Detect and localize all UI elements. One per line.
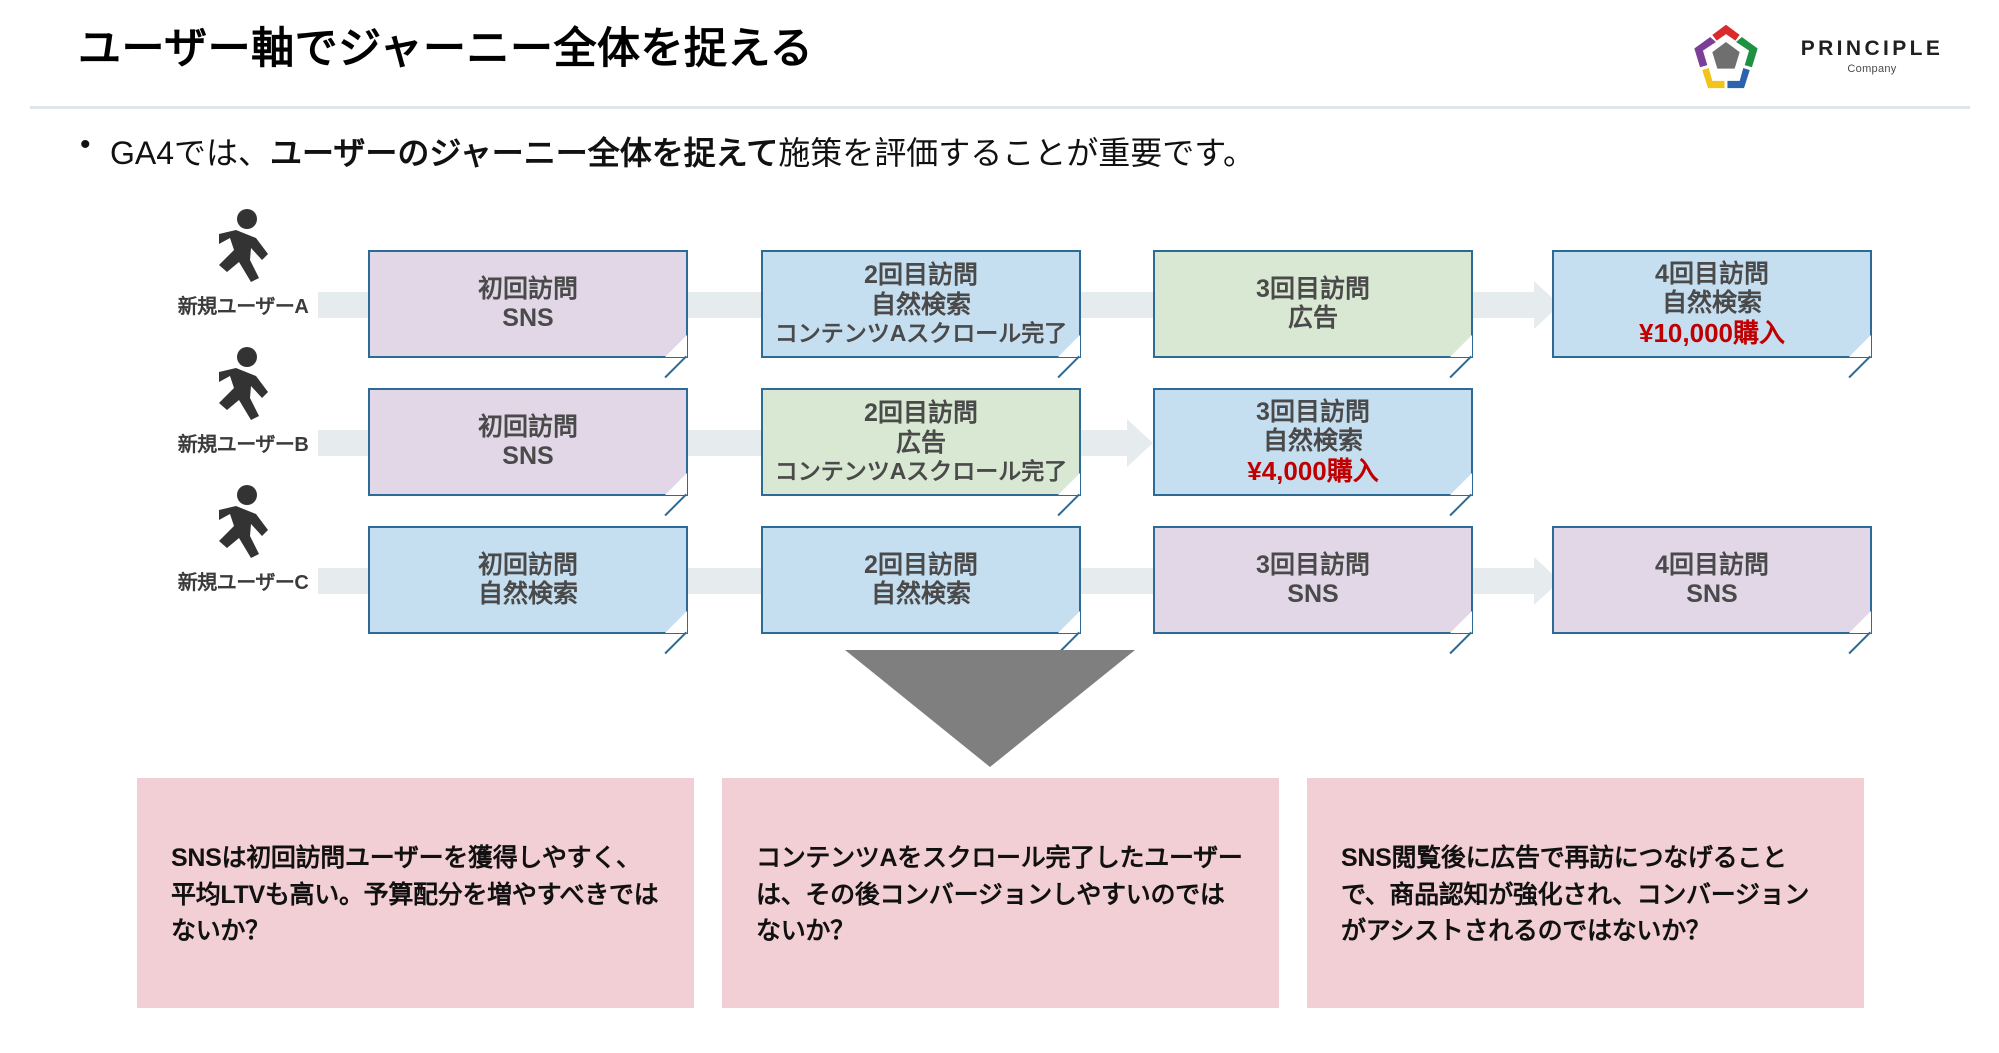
card-line: 初回訪問: [477, 274, 578, 303]
journey-connector-arrow: [1073, 419, 1153, 467]
bullet-emphasis: ユーザーのジャーニー全体を捉えて: [270, 135, 779, 171]
journey-card[interactable]: 2回目訪問 自然検索: [761, 526, 1081, 634]
card-line-purchase: ¥4,000購入: [1247, 456, 1379, 487]
journey-card[interactable]: 初回訪問 SNS: [368, 388, 688, 496]
card-line: 広告: [1287, 304, 1338, 332]
page-fold-icon: [665, 611, 687, 633]
lead-bullet: • GA4では、ユーザーのジャーニー全体を捉えて施策を評価することが重要です。: [80, 128, 1255, 174]
card-line: 初回訪問: [477, 412, 578, 441]
journey-connector-arrow: [1464, 557, 1560, 605]
journey-connector: [1073, 292, 1153, 318]
page-fold-icon: [1058, 611, 1080, 633]
persona-new-user-b: 新規ユーザーB: [168, 346, 318, 457]
card-line: SNS: [1686, 580, 1738, 608]
page-fold-icon: [1849, 335, 1871, 357]
card-line: SNS: [1287, 580, 1339, 608]
card-line: 3回目訪問: [1256, 550, 1370, 579]
page-fold-icon: [1450, 611, 1472, 633]
journey-connector: [679, 292, 761, 318]
persona-label: 新規ユーザーA: [177, 296, 309, 318]
persona-new-user-a: 新規ユーザーA: [168, 208, 318, 319]
persona-new-user-c: 新規ユーザーC: [168, 484, 318, 595]
pentagon-logo-icon: [1694, 24, 1758, 89]
journey-card[interactable]: 初回訪問 SNS: [368, 250, 688, 358]
card-line: 自然検索: [477, 580, 578, 608]
journey-connector: [679, 430, 761, 456]
bullet-prefix: GA4では、: [110, 135, 271, 171]
insight-box[interactable]: SNS閲覧後に広告で再訪につなげることで、商品認知が強化され、コンバージョンがア…: [1307, 778, 1864, 1008]
card-line: 3回目訪問: [1256, 397, 1370, 426]
page-fold-icon: [1058, 473, 1080, 495]
journey-diagram: 新規ユーザーA 初回訪問 SNS 2回目訪問 自然検索 コンテンツAスクロール完…: [0, 209, 1999, 650]
journey-row: 新規ユーザーB 初回訪問 SNS 2回目訪問 広告 コンテンツAスクロール完了 …: [0, 347, 1999, 503]
page-title: ユーザー軸でジャーニー全体を捉える: [78, 25, 814, 73]
page-fold-icon: [665, 335, 687, 357]
journey-card[interactable]: 3回目訪問 自然検索 ¥4,000購入: [1153, 388, 1473, 496]
card-line: コンテンツAスクロール完了: [774, 319, 1068, 346]
bullet-suffix: 施策を評価することが重要です。: [778, 135, 1256, 171]
card-line: 3回目訪問: [1256, 274, 1370, 303]
journey-connector: [1073, 568, 1153, 594]
journey-row: 新規ユーザーC 初回訪問 自然検索 2回目訪問 自然検索 3回目訪問 SNS 4…: [0, 485, 1999, 641]
bullet-marker-icon: •: [80, 128, 91, 161]
journey-connector-arrow: [1464, 281, 1560, 329]
card-line: 自然検索: [870, 580, 971, 608]
card-line: 4回目訪問: [1655, 259, 1769, 288]
card-line-purchase: ¥10,000購入: [1639, 318, 1785, 349]
card-line: 4回目訪問: [1655, 550, 1769, 579]
card-line: 2回目訪問: [864, 399, 978, 428]
walking-person-icon: [219, 209, 268, 282]
journey-card[interactable]: 4回目訪問 自然検索 ¥10,000購入: [1552, 250, 1872, 358]
card-line: 自然検索: [1661, 288, 1762, 317]
journey-card[interactable]: 3回目訪問 SNS: [1153, 526, 1473, 634]
card-line: 初回訪問: [477, 550, 578, 579]
card-line: 自然検索: [1262, 426, 1363, 455]
principle-logo: PRINCIPLE Company: [1690, 18, 1970, 92]
card-line: 広告: [895, 428, 946, 457]
insight-boxes: SNSは初回訪問ユーザーを獲得しやすく、平均LTVも高い。予算配分を増やすべきで…: [0, 778, 1999, 1008]
journey-card[interactable]: 4回目訪問 SNS: [1552, 526, 1872, 634]
logo-text-block: PRINCIPLE Company: [1782, 38, 1962, 75]
page-fold-icon: [1849, 611, 1871, 633]
journey-card[interactable]: 2回目訪問 広告 コンテンツAスクロール完了: [761, 388, 1081, 496]
logo-subtitle: Company: [1847, 63, 1897, 75]
card-line: 自然検索: [870, 290, 971, 319]
persona-label: 新規ユーザーC: [177, 572, 309, 594]
card-line: SNS: [502, 304, 554, 332]
walking-person-icon: [219, 485, 268, 558]
card-line: 2回目訪問: [864, 550, 978, 579]
walking-person-icon: [219, 347, 268, 420]
card-line: コンテンツAスクロール完了: [774, 457, 1068, 484]
page-fold-icon: [665, 473, 687, 495]
insight-box[interactable]: SNSは初回訪問ユーザーを獲得しやすく、平均LTVも高い。予算配分を増やすべきで…: [137, 778, 694, 1008]
journey-connector: [679, 568, 761, 594]
card-line: 2回目訪問: [864, 261, 978, 290]
journey-card[interactable]: 3回目訪問 広告: [1153, 250, 1473, 358]
down-arrow-icon: [845, 650, 1135, 767]
header-divider: [30, 106, 1970, 109]
insight-box[interactable]: コンテンツAをスクロール完了したユーザーは、その後コンバージョンしやすいのではな…: [722, 778, 1279, 1008]
journey-row: 新規ユーザーA 初回訪問 SNS 2回目訪問 自然検索 コンテンツAスクロール完…: [0, 209, 1999, 365]
card-line: SNS: [502, 442, 554, 470]
page-fold-icon: [1450, 473, 1472, 495]
journey-card[interactable]: 2回目訪問 自然検索 コンテンツAスクロール完了: [761, 250, 1081, 358]
page-fold-icon: [1058, 335, 1080, 357]
logo-name: PRINCIPLE: [1800, 37, 1944, 60]
journey-card[interactable]: 初回訪問 自然検索: [368, 526, 688, 634]
persona-label: 新規ユーザーB: [177, 434, 309, 456]
page-fold-icon: [1450, 335, 1472, 357]
